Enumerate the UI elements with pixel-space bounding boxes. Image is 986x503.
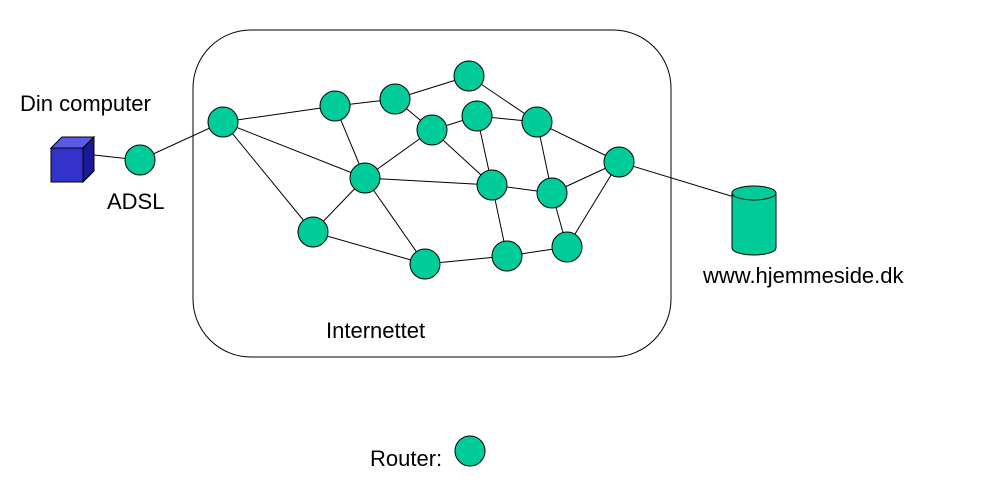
internet-label: Internettet (326, 318, 425, 343)
adsl-label: ADSL (107, 189, 164, 214)
router-node-icon (416, 114, 448, 146)
router-node-icon (476, 169, 508, 201)
router-node-icon (461, 100, 493, 132)
legend-label: Router: (370, 446, 442, 471)
router-node-icon (536, 177, 568, 209)
router-node-icon (491, 240, 523, 272)
router-node-icon (409, 248, 441, 280)
cube-computer-icon (49, 135, 96, 184)
router-node-icon (379, 83, 411, 115)
computer-label: Din computer (20, 91, 151, 116)
router-node-icon (521, 106, 553, 138)
router-node-icon (207, 106, 239, 138)
router-node-icon (453, 60, 485, 92)
internet-boundary (192, 29, 672, 358)
router-node-icon (551, 231, 583, 263)
router-node-icon (124, 144, 156, 176)
legend-router-icon (454, 435, 486, 467)
router-node-icon (349, 162, 381, 194)
server-label: www.hjemmeside.dk (702, 263, 905, 288)
routers (124, 60, 635, 280)
router-node-icon (297, 216, 329, 248)
cylinder-server-icon (731, 185, 777, 256)
router-node-icon (603, 146, 635, 178)
router-node-icon (319, 90, 351, 122)
